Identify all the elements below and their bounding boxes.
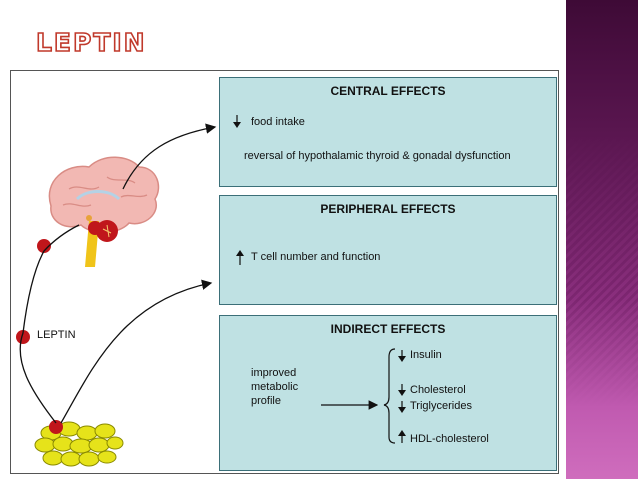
arrow-up-t-cell-icon	[236, 250, 244, 265]
side-bar-dark-gradient	[566, 0, 638, 300]
indirect-brace	[384, 349, 395, 443]
arrow-down-food-intake-icon	[233, 115, 241, 128]
arrow-down-triglycerides-icon	[398, 401, 406, 413]
arrow-down-insulin-icon	[398, 350, 406, 362]
slide-title: LEPTIN	[36, 30, 147, 55]
leptin-pathway-line	[20, 225, 79, 423]
fat-cells-illustration	[35, 422, 123, 466]
arrow-fat-to-peripheral	[61, 283, 211, 423]
side-bar-pink-gradient	[566, 300, 638, 479]
leptin-effects-diagram: CENTRAL EFFECTS food intake reversal of …	[10, 70, 559, 474]
arrow-up-hdl-icon	[398, 430, 406, 443]
arrow-down-cholesterol-icon	[398, 384, 406, 396]
diagram-graphics	[11, 71, 558, 473]
decorative-side-bar	[566, 0, 638, 479]
brain-illustration	[49, 157, 158, 267]
